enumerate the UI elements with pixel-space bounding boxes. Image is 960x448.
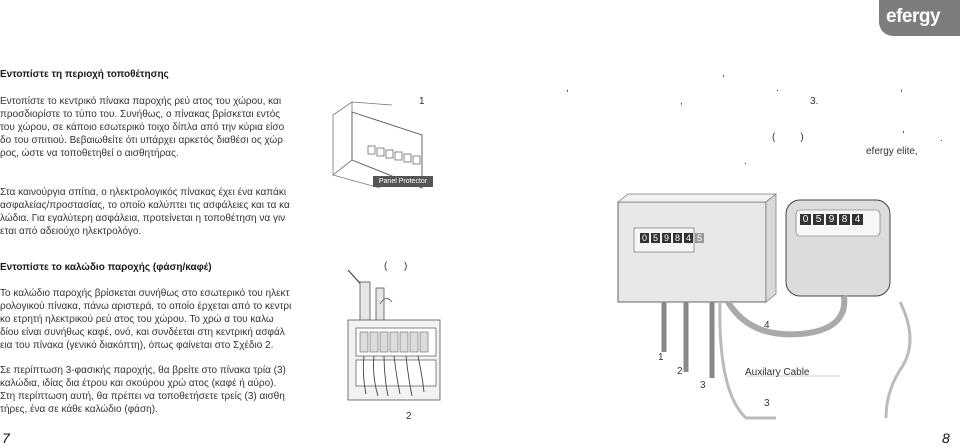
digit: 0 xyxy=(640,233,649,243)
label-4: 4 xyxy=(764,320,770,331)
figure-distribution-board xyxy=(347,269,441,401)
digit: 4 xyxy=(684,233,693,243)
digit: 9 xyxy=(826,214,837,225)
text-fragment-3: 3. xyxy=(810,96,819,107)
page-number-left: 7 xyxy=(2,430,10,446)
auxiliary-cable-label: Auxilary Cable xyxy=(745,367,810,378)
text-fragment: , xyxy=(722,68,725,79)
text-fragment-paren: ( ) xyxy=(772,132,804,143)
meter-left-display: 0 5 9 8 4 5 xyxy=(640,233,704,243)
section-heading-supply-cable: Εντοπίστε το καλώδιο παροχής (φάση/καφέ) xyxy=(0,262,212,273)
section-heading-location: Εντοπίστε τη περιοχή τοποθέτησης xyxy=(0,69,169,80)
text-fragment-heading-paren: ( ) xyxy=(384,261,408,272)
text-fragment: . xyxy=(744,156,747,167)
digit: 4 xyxy=(852,214,863,225)
figure-meter-connection xyxy=(617,193,912,420)
text-fragment: , xyxy=(566,83,569,94)
meter-right-display: 0 5 9 8 4 xyxy=(800,214,863,225)
label-1: 1 xyxy=(658,352,664,363)
text-fragment: , xyxy=(902,124,905,135)
panel-protector-label: Panel Protector xyxy=(373,176,433,187)
text-fragment: , xyxy=(680,96,683,107)
text-fragment: . xyxy=(940,133,943,144)
figure-2-number: 2 xyxy=(406,411,412,422)
text-fragment: . xyxy=(776,83,779,94)
brand-logo-background xyxy=(879,0,960,36)
text-fragment: , xyxy=(900,83,903,94)
text-fragment-elite: efergy elite, xyxy=(866,146,918,157)
digit: 5 xyxy=(695,233,704,243)
digit: 8 xyxy=(673,233,682,243)
digit: 0 xyxy=(800,214,811,225)
label-3a: 3 xyxy=(700,380,706,391)
digit: 8 xyxy=(839,214,850,225)
label-2: 2 xyxy=(677,366,683,377)
paragraph-new-homes: Στα καινούργια σπίτια, ο ηλεκτρολογικός … xyxy=(0,187,290,237)
paragraph-supply-cable: Το καλώδιο παροχής βρίσκεται συνήθως στο… xyxy=(0,288,292,351)
paragraph-location: Εντοπίστε το κεντρικό πίνακα παροχής ρεύ… xyxy=(0,96,285,159)
page-number-right: 8 xyxy=(942,430,950,446)
digit: 5 xyxy=(651,233,660,243)
digit: 9 xyxy=(662,233,671,243)
label-3b: 3 xyxy=(764,398,770,409)
figure-panel-protector xyxy=(332,101,423,189)
figure-1-number: 1 xyxy=(419,96,425,107)
paragraph-three-phase: Σε περίπτωση 3-φασικής παροχής, θα βρείτ… xyxy=(0,365,286,415)
digit: 5 xyxy=(813,214,824,225)
brand-logo: efergy xyxy=(886,6,941,27)
